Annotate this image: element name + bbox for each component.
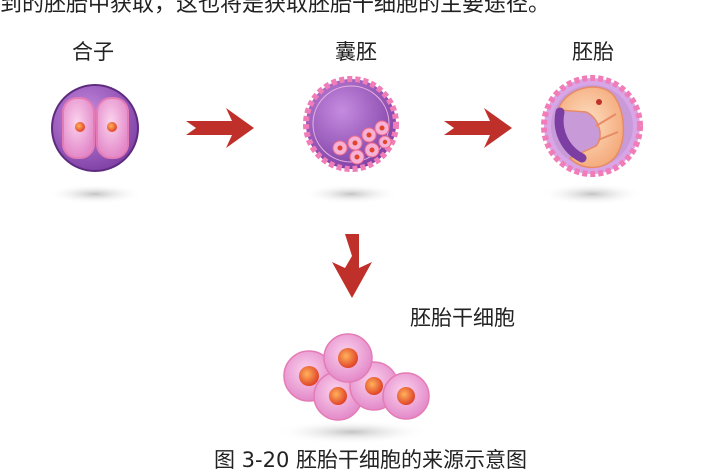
- top-text-line: 到的胚胎中获取，这也将是获取胚胎干细胞的主要途径。: [0, 0, 551, 17]
- label-stem-cells: 胚胎干细胞: [410, 306, 515, 330]
- label-blastocyst: 囊胚: [335, 40, 377, 64]
- arrow-down: [332, 234, 372, 298]
- figure-caption: 图 3-20 胚胎干细胞的来源示意图: [214, 448, 528, 472]
- embryo-shadow: [540, 183, 644, 205]
- blastocyst-cell: [303, 76, 399, 172]
- diagram-canvas: [47, 75, 644, 444]
- stem-cells-shadow: [274, 420, 430, 444]
- zygote-shadow: [47, 184, 143, 204]
- stem-cell: [382, 372, 430, 420]
- arrow-right-1: [186, 108, 254, 148]
- arrow-right-2: [444, 108, 512, 148]
- label-zygote: 合子: [72, 40, 114, 64]
- stem-cell-cluster: [283, 333, 430, 421]
- zygote-cell: [51, 84, 139, 172]
- blastocyst-shadow: [303, 184, 399, 204]
- stem-cell: [323, 333, 373, 383]
- inner-cell-mass: [332, 120, 392, 165]
- embryo-cell: [541, 75, 643, 177]
- label-embryo: 胚胎: [572, 40, 614, 64]
